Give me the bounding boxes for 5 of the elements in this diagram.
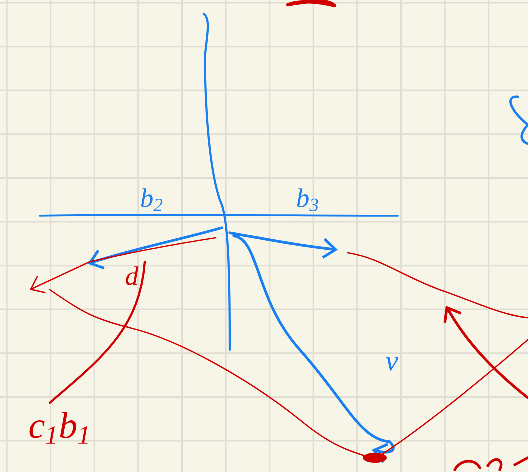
handwritten-label: b$_{2}$ [141,188,163,212]
handwritten-label: c$_{1}$b$_{1}$ [30,412,88,444]
handwritten-label: d [126,266,139,286]
handwritten-label: v [386,357,399,371]
handwritten-label: b$_{3}$ [297,188,318,212]
